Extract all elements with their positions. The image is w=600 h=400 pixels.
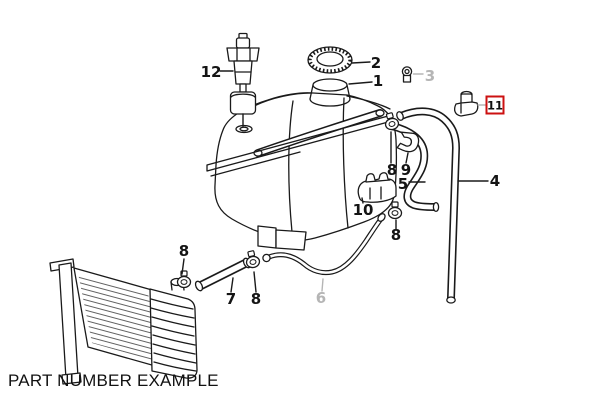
switch-float-top [230,93,256,98]
switch-nut-facets [236,47,251,62]
tank-foot-right [275,229,307,251]
hose-7-inner [197,260,249,289]
switch-nut [226,47,260,62]
leader-7 [230,277,234,293]
pipe-6-fitting-left [262,253,271,263]
leader-2 [351,61,371,64]
tank-rib-endcap-right [375,109,385,117]
tank-foot-left [257,225,277,249]
page-title: PART NUMBER EXAMPLE [8,371,219,390]
callout-9[interactable]: 9 [401,161,411,179]
callout-2[interactable]: 2 [371,54,381,72]
hose-5-end [432,201,440,213]
hose-5-inner [389,123,437,210]
bracket-10-drawing [357,172,397,203]
switch-stem [239,83,247,93]
holder-11-drawing [454,90,479,117]
leader-9 [405,152,409,164]
sensor-hole-inner [239,126,249,132]
pipe-6-fitting-right [377,213,386,222]
filler-neck-sides [309,84,351,100]
callout-8-top[interactable]: 8 [387,161,397,179]
filler-cap-drawing [307,46,353,74]
filler-neck-base [309,98,351,107]
tank-seam-lines [288,97,349,233]
hose-4-inner [398,109,459,301]
clip-9-drawing [396,131,420,153]
callout-8-hose5[interactable]: 8 [391,226,401,244]
highlighted-callout-11[interactable]: 11 [485,95,505,115]
hose-4-drawing [396,107,460,304]
hose-4-end-bottom [446,296,456,304]
callout-5[interactable]: 5 [398,175,408,193]
callout-7[interactable]: 7 [226,290,236,308]
radiator-core-hatch [78,273,161,363]
radiator-rail-foot [61,372,82,385]
hose-7-end-left [194,280,204,292]
callout-11[interactable]: 11 [487,99,503,113]
cap-knurl-ring [308,47,352,73]
tank-strap [206,114,393,177]
cap-top [316,51,344,67]
pipe-6-inner [267,217,383,274]
holder-11-body [454,101,479,117]
bolt-3-shank [402,74,412,83]
clamp-8-radiator [176,270,192,289]
hose-4-end-top [396,111,404,121]
pipe-6-drawing [262,213,386,276]
hose-5-drawing [388,122,440,213]
leader-1 [348,81,373,85]
leader-lines [181,61,489,293]
level-switch-drawing [226,32,260,127]
highlight-box[interactable] [485,95,505,115]
bracket-10-slots [365,179,391,200]
filler-neck-top [312,78,348,92]
tank-top-face-lines [251,92,391,110]
leader-8-pipe7 [253,271,257,293]
callout-8-pipe7[interactable]: 8 [251,290,261,308]
callout-8-radiator[interactable]: 8 [179,242,189,260]
callout-12[interactable]: 12 [201,63,222,81]
radiator-end-tank-ribs [150,298,197,372]
callout-6[interactable]: 6 [316,289,326,307]
leader-8-radiator [181,258,185,275]
tank-rib-inner [255,110,383,156]
radiator-left-rail [58,262,79,380]
leader-10 [361,197,364,204]
leader-6 [321,278,324,292]
callout-4[interactable]: 4 [490,172,500,190]
radiator-drawing [49,258,198,385]
hose-7-drawing [194,257,252,292]
switch-plug [235,37,251,49]
bolt-3-drawing [401,66,413,83]
callout-1[interactable]: 1 [373,72,383,90]
bolt-3-head-inner [404,68,410,75]
callout-3[interactable]: 3 [425,67,435,85]
callout-10[interactable]: 10 [353,201,374,219]
expansion-tank-drawing [206,78,398,251]
radiator-end-tank-outline [149,288,198,379]
